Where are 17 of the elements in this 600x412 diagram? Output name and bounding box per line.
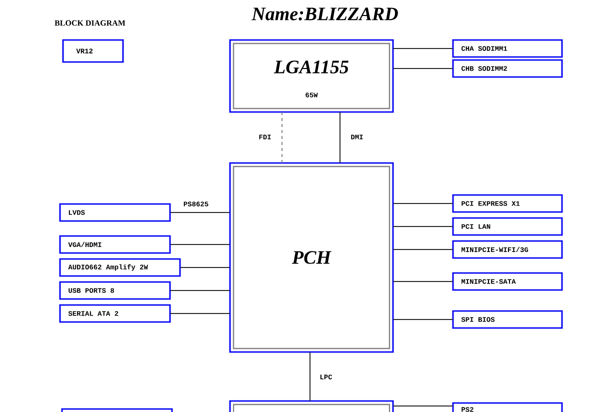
connector-line <box>170 313 230 314</box>
connector-line <box>392 203 454 204</box>
connector-line <box>170 290 230 291</box>
connector-line <box>392 281 454 282</box>
connector-line <box>170 244 230 245</box>
connector-line <box>392 249 454 250</box>
title: Name:BLIZZARD <box>251 8 398 20</box>
connector-line <box>392 48 454 49</box>
connector-line <box>392 226 454 227</box>
connector-line <box>180 267 230 268</box>
interface-box <box>61 408 173 412</box>
connector-line <box>392 319 454 320</box>
chip-box: PCH <box>229 162 394 353</box>
heading: BLOCK DIAGRAM <box>54 20 126 26</box>
connector-line <box>170 212 230 213</box>
connector-line <box>392 68 454 69</box>
chip-box <box>229 400 394 412</box>
